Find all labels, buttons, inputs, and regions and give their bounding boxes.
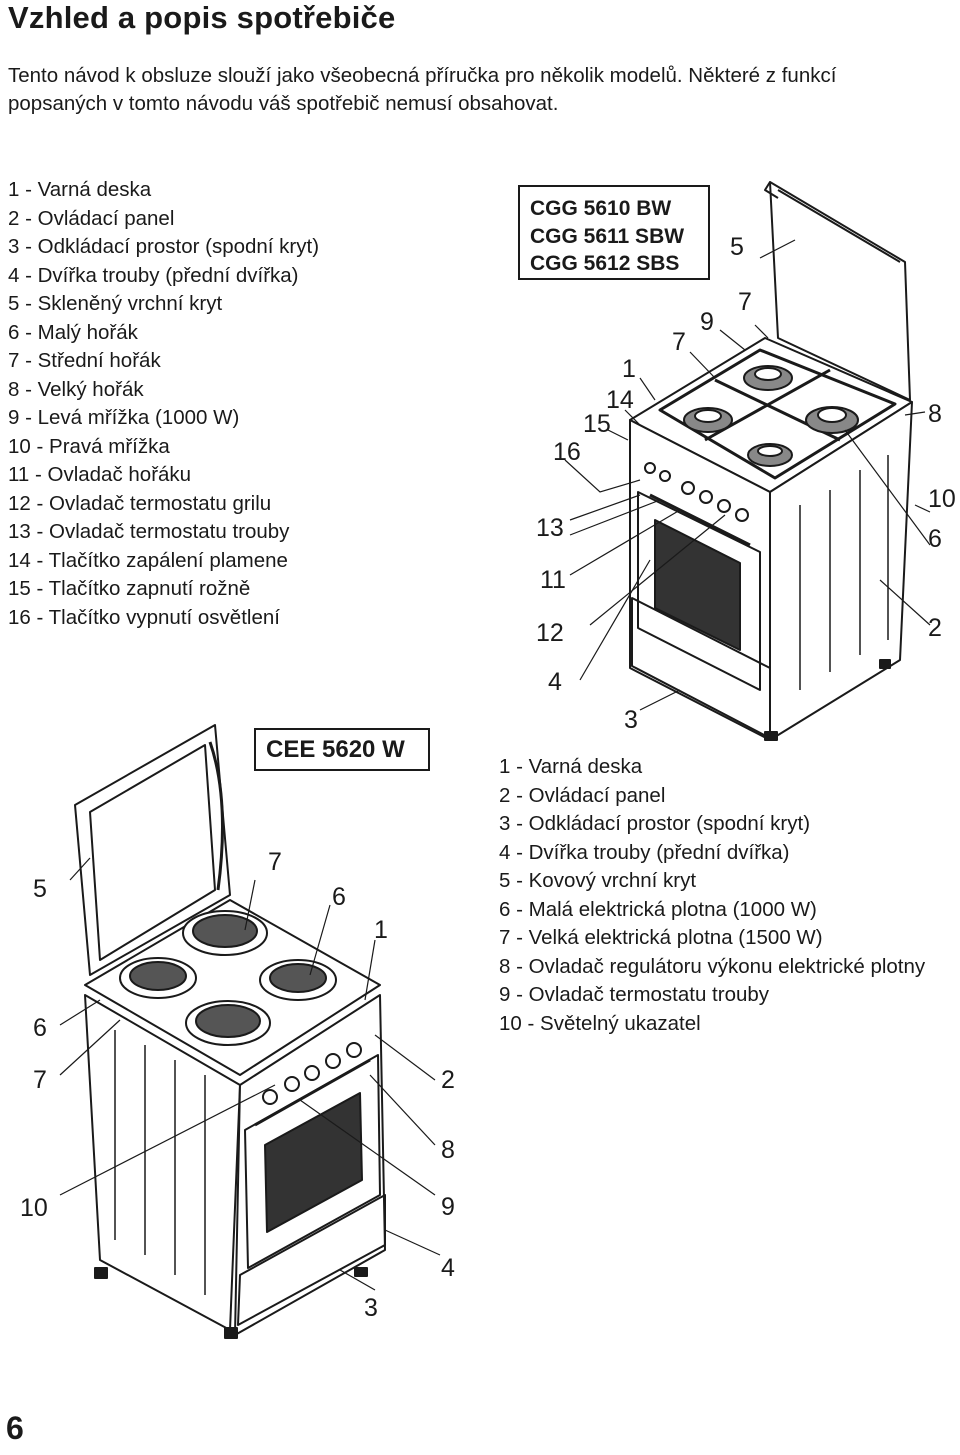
gas-legend-list: 1 - Varná deska 2 - Ovládací panel 3 - O… <box>8 176 319 632</box>
gas-callout-9: 9 <box>700 308 714 336</box>
gas-callout-3: 3 <box>624 706 638 734</box>
electric-callout-9: 9 <box>441 1193 455 1221</box>
electric-legend-item: 7 - Velká elektrická plotna (1500 W) <box>499 926 823 949</box>
gas-legend-item: 8 - Velký hořák <box>8 377 144 401</box>
gas-callout-11: 11 <box>540 566 566 594</box>
gas-callout-12: 12 <box>536 619 564 647</box>
gas-legend-item: 12 - Ovladač termostatu grilu <box>8 491 272 515</box>
gas-legend-item: 15 - Tlačítko zapnutí rožně <box>8 577 251 600</box>
gas-legend-item: 4 - Dvířka trouby (přední dvířka) <box>8 263 299 287</box>
electric-legend-item: 10 - Světelný ukazatel <box>499 1011 701 1035</box>
electric-legend-list: 1 - Varná deska 2 - Ovládací panel 3 - O… <box>499 753 960 1038</box>
electric-callout-4: 4 <box>441 1254 455 1282</box>
gas-legend-item: 3 - Odkládací prostor (spodní kryt) <box>8 235 320 258</box>
electric-model-name: CEE 5620 W <box>266 736 405 763</box>
gas-legend-item: 16 - Tlačítko vypnutí osvětlení <box>8 605 280 629</box>
gas-callout-7b: 7 <box>672 328 686 356</box>
gas-legend-item: 6 - Malý hořák <box>8 320 138 344</box>
gas-model-name: CGG 5612 SBS <box>530 252 680 275</box>
electric-callout-7b: 7 <box>33 1066 47 1094</box>
gas-legend-item: 10 - Pravá mřížka <box>8 434 170 458</box>
electric-legend-item: 5 - Kovový vrchní kryt <box>499 869 697 892</box>
page-title: Vzhled a popis spotřebiče <box>8 0 396 35</box>
gas-callouts: 5 7 9 7 1 14 15 16 8 10 6 13 11 2 12 4 3 <box>536 233 956 734</box>
gas-model-name: CGG 5611 SBW <box>530 224 685 248</box>
intro-paragraph: Tento návod k obsluze slouží jako všeobe… <box>8 64 837 115</box>
electric-legend-item: 8 - Ovladač regulátoru výkonu elektrické… <box>499 954 926 978</box>
electric-legend-item: 2 - Ovládací panel <box>499 783 666 807</box>
gas-callout-16: 16 <box>553 438 581 466</box>
gas-callout-7: 7 <box>738 288 752 316</box>
electric-callout-6b: 6 <box>33 1014 47 1042</box>
gas-callout-4: 4 <box>548 668 562 696</box>
gas-callout-10: 10 <box>928 485 956 513</box>
page-number: 6 <box>6 1410 24 1446</box>
electric-callout-1: 1 <box>374 916 388 944</box>
gas-legend-item: 14 - Tlačítko zapálení plamene <box>8 548 288 572</box>
electric-legend-item: 9 - Ovladač termostatu trouby <box>499 983 770 1006</box>
gas-callout-14: 14 <box>606 386 634 414</box>
gas-callout-6: 6 <box>928 525 942 553</box>
electric-model-box: CEE 5620 W <box>254 728 430 771</box>
gas-legend-item: 11 - Ovladač hořáku <box>8 463 192 486</box>
gas-model-box: CGG 5610 BW CGG 5611 SBW CGG 5612 SBS <box>518 185 710 280</box>
gas-callout-8: 8 <box>928 400 942 428</box>
gas-legend-item: 2 - Ovládací panel <box>8 206 175 230</box>
gas-callout-5: 5 <box>730 233 744 261</box>
electric-callouts: 5 7 6 1 6 7 2 8 10 9 4 3 <box>20 848 455 1322</box>
electric-callout-10: 10 <box>20 1194 48 1222</box>
gas-callout-2: 2 <box>928 614 942 642</box>
gas-legend-item: 13 - Ovladač termostatu trouby <box>8 520 290 543</box>
electric-callout-2: 2 <box>441 1066 455 1094</box>
gas-callout-15: 15 <box>583 410 611 438</box>
electric-legend-item: 4 - Dvířka trouby (přední dvířka) <box>499 840 790 864</box>
gas-callout-1: 1 <box>622 355 636 383</box>
gas-model-name: CGG 5610 BW <box>530 197 672 220</box>
gas-legend-item: 9 - Levá mřížka (1000 W) <box>8 406 240 429</box>
electric-callout-6: 6 <box>332 883 346 911</box>
electric-callout-3: 3 <box>364 1294 378 1322</box>
gas-legend-item: 7 - Střední hořák <box>8 349 161 372</box>
electric-legend-item: 3 - Odkládací prostor (spodní kryt) <box>499 812 811 835</box>
electric-legend-item: 1 - Varná deska <box>499 755 643 778</box>
gas-legend-item: 5 - Skleněný vrchní kryt <box>8 292 223 315</box>
gas-legend-item: 1 - Varná deska <box>8 178 152 201</box>
electric-callout-7: 7 <box>268 848 282 876</box>
electric-callout-5: 5 <box>33 875 47 903</box>
electric-callout-8: 8 <box>441 1136 455 1164</box>
electric-legend-item: 6 - Malá elektrická plotna (1000 W) <box>499 897 817 921</box>
gas-callout-13: 13 <box>536 514 564 542</box>
